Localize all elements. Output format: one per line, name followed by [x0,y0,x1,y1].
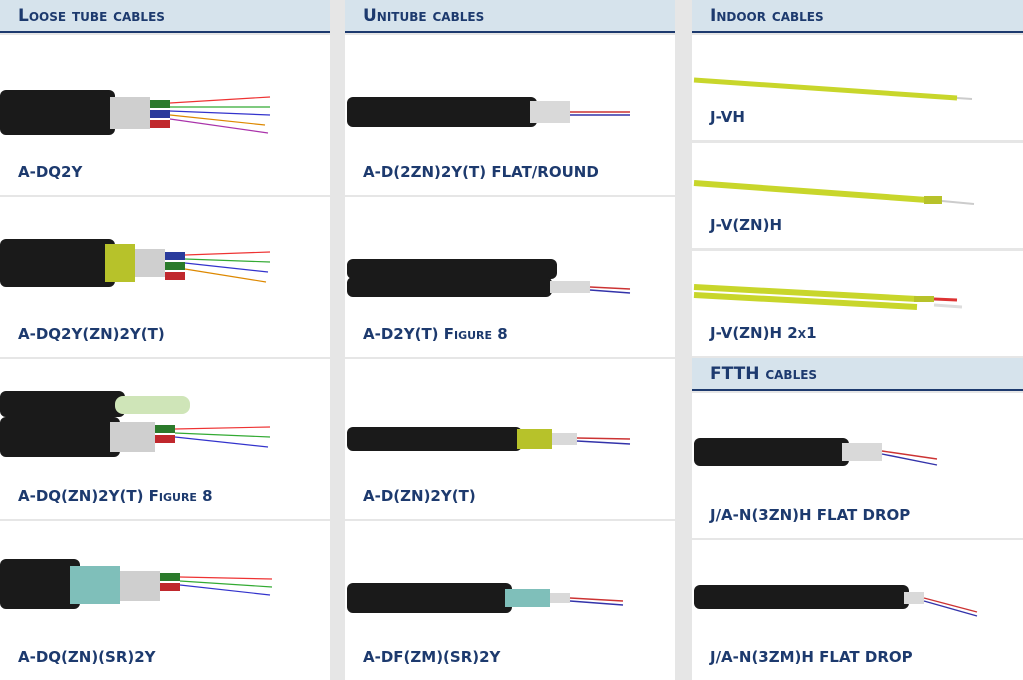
product-name: A-DQ(ZN)(SR)2Y [18,648,156,666]
product-card-a-dq2y[interactable]: A-DQ2Y [0,35,330,195]
cable-image [347,583,624,613]
product-card-a-d-zn-2y-t[interactable]: A-D(ZN)2Y(T) [345,359,675,519]
product-card-a-d2y-t-figure-8[interactable]: A-D2Y(T) Figure 8 [345,197,675,357]
section-title-indoor: Indoor cables [692,0,1023,33]
product-name: J/A-N(3ZM)H FLAT DROP [710,648,913,666]
product-name: J-V(ZN)H 2x1 [710,324,817,342]
section-title-loose-tube: Loose tube cables [0,0,330,33]
cable-image [0,559,273,609]
product-name: A-DQ(ZN)2Y(T) Figure 8 [18,487,213,505]
product-card-a-dq2y-zn-2y-t[interactable]: A-DQ2Y(ZN)2Y(T) [0,197,330,357]
product-card-j-v-zn-h[interactable]: J-V(ZN)H [692,143,1023,248]
cable-image [347,97,630,127]
column-unitube: Unitube cables A-D(2ZN)2Y(T) FLAT/ROUND … [345,0,675,680]
product-card-j-a-n-3zn-h-flat-drop[interactable]: J/A-N(3ZN)H FLAT DROP [692,393,1023,538]
product-name: J-V(ZN)H [710,216,783,234]
product-card-j-v-zn-h-2x1[interactable]: J-V(ZN)H 2x1 [692,251,1023,356]
product-name: A-DQ2Y [18,163,83,181]
product-card-a-dq-zn-2y-t-figure-8[interactable]: A-DQ(ZN)2Y(T) Figure 8 [0,359,330,519]
cable-image [693,284,963,310]
cable-image [0,239,271,287]
cable-image [347,259,631,297]
product-name: J-VH [710,108,745,126]
product-card-a-dq-zn-sr-2y[interactable]: A-DQ(ZN)(SR)2Y [0,521,330,680]
cable-image [0,391,271,457]
product-name: A-DQ2Y(ZN)2Y(T) [18,325,165,343]
column-loose-tube: Loose tube cables A-DQ2Y [0,0,330,680]
product-name: A-D(2ZN)2Y(T) FLAT/ROUND [363,163,599,181]
cable-image [0,90,271,135]
product-card-j-a-n-3zm-h-flat-drop[interactable]: J/A-N(3ZM)H FLAT DROP [692,540,1023,680]
product-name: J/A-N(3ZN)H FLAT DROP [710,506,911,524]
cable-image [347,427,631,451]
column-indoor-ftth: Indoor cables J-VH J-V(ZN)H J-V(ZN)H 2x1… [692,0,1023,680]
cable-image [694,585,978,617]
cable-image [693,180,975,205]
cable-image [694,438,938,466]
section-title-ftth: FTTH cables [692,358,1023,391]
product-card-a-df-zm-sr-2y[interactable]: A-DF(ZM)(SR)2Y [345,521,675,680]
product-name: A-D2Y(T) Figure 8 [363,325,508,343]
product-name: A-DF(ZM)(SR)2Y [363,648,501,666]
product-card-a-d-2zn-2y-t[interactable]: A-D(2ZN)2Y(T) FLAT/ROUND [345,35,675,195]
product-name: A-D(ZN)2Y(T) [363,487,476,505]
product-card-j-vh[interactable]: J-VH [692,35,1023,140]
section-title-unitube: Unitube cables [345,0,675,33]
cable-image [693,77,973,101]
